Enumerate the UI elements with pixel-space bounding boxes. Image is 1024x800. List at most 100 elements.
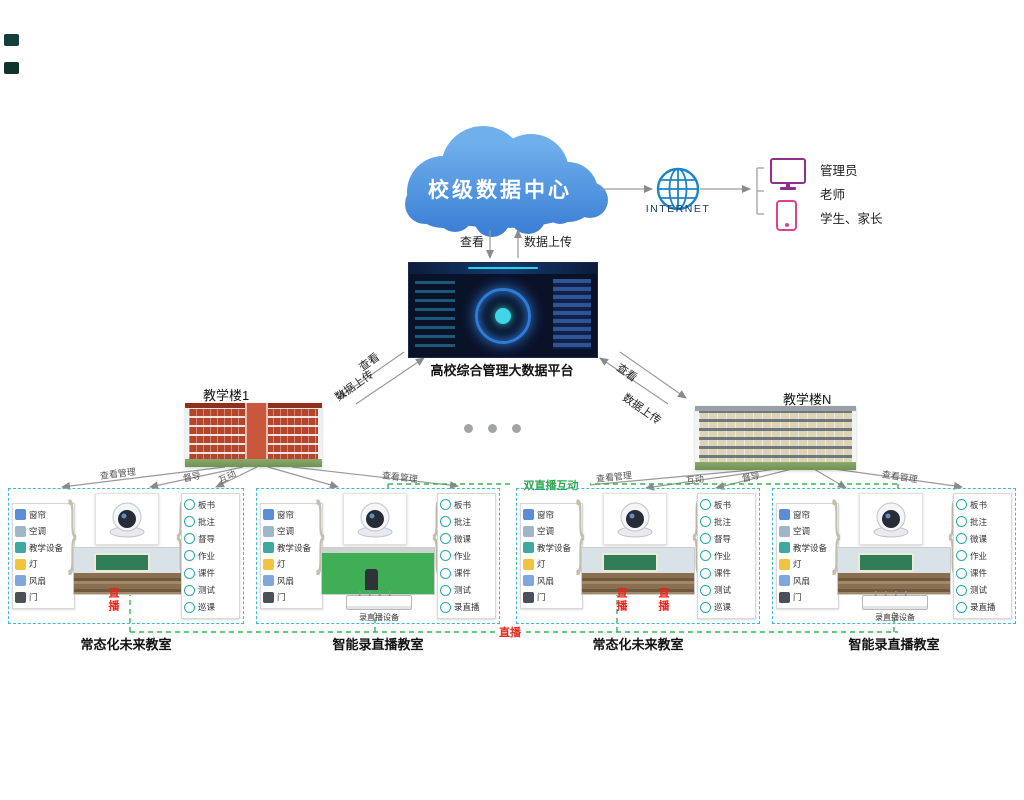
function-row: 微课 <box>956 531 1009 546</box>
function-icon <box>184 567 195 579</box>
dome-camera-icon <box>109 502 145 538</box>
fan-line <box>813 468 847 489</box>
classroom-photo <box>321 547 435 595</box>
function-row: 测试 <box>184 583 237 598</box>
dome-camera <box>95 493 159 545</box>
device-label: 门 <box>537 592 546 603</box>
dot <box>512 424 521 433</box>
cluster-title: 智能录直播教室 <box>848 637 940 652</box>
building-tower <box>245 403 269 467</box>
function-label: 批注 <box>454 516 472 527</box>
dome-camera-icon <box>357 502 393 538</box>
device-icon <box>263 558 274 570</box>
live-markers: 直播直播 <box>613 587 671 613</box>
recorder-device: 录直播设备 <box>853 591 937 623</box>
dome-camera <box>859 493 923 545</box>
function-label: 作业 <box>454 550 472 561</box>
function-label: 课件 <box>970 568 988 579</box>
function-label: 督导 <box>714 533 732 544</box>
recorder-device: 录直播设备 <box>337 591 421 623</box>
function-row: 录直播 <box>956 600 1009 615</box>
function-label: 录直播 <box>970 602 996 613</box>
function-icon <box>700 601 711 613</box>
function-label: 板书 <box>454 499 472 510</box>
brace-left-icon: } <box>68 483 77 577</box>
dot <box>464 424 473 433</box>
function-row: 板书 <box>956 497 1009 512</box>
device-label: 灯 <box>277 559 286 570</box>
dome-camera-icon <box>873 502 909 538</box>
function-row: 测试 <box>700 583 753 598</box>
function-icon <box>184 584 195 596</box>
device-icon <box>263 542 274 554</box>
live-label: 直播 <box>497 624 523 640</box>
function-row: 板书 <box>700 497 753 512</box>
device-label: 空调 <box>277 526 295 537</box>
function-label: 板书 <box>970 499 988 510</box>
function-icon <box>700 499 711 510</box>
internet-label: INTERNET <box>645 203 711 215</box>
function-icon <box>956 533 967 545</box>
function-label: 作业 <box>198 550 216 561</box>
building1-label: 教学楼1 <box>203 388 250 403</box>
function-label: 板书 <box>198 499 216 510</box>
function-label: 录直播 <box>454 602 480 613</box>
device-icon <box>779 509 790 520</box>
device-icon <box>15 575 26 587</box>
dual-live-label: 双直播互动 <box>512 477 590 493</box>
function-row: 巡课 <box>700 600 753 615</box>
device-label: 窗帘 <box>29 509 47 520</box>
dome-camera <box>603 493 667 545</box>
device-label: 教学设备 <box>277 542 312 553</box>
function-icon <box>956 499 967 510</box>
device-label: 教学设备 <box>537 542 572 553</box>
function-icon <box>440 516 451 528</box>
function-icon <box>956 584 967 596</box>
device-panel: 窗帘空调教学设备灯风扇门 <box>260 503 323 609</box>
device-label: 空调 <box>793 526 811 537</box>
left-upload-label: 数据上传 <box>333 368 377 404</box>
function-label: 批注 <box>970 516 988 527</box>
device-row: 窗帘 <box>15 507 72 522</box>
recorder-box <box>862 591 928 610</box>
phone-icon <box>776 200 797 231</box>
fan-label-interact: 互动 <box>216 468 238 486</box>
device-row: 空调 <box>779 524 836 539</box>
device-row: 门 <box>779 590 836 605</box>
function-panel: 板书批注督导作业课件测试巡课 <box>181 493 240 619</box>
function-row: 板书 <box>440 497 493 512</box>
cloud-upload-label: 数据上传 <box>524 235 573 249</box>
device-icon <box>779 591 790 603</box>
device-icon <box>263 509 274 520</box>
device-row: 教学设备 <box>263 540 320 555</box>
dome-camera-icon <box>617 502 653 538</box>
device-label: 灯 <box>29 559 38 570</box>
function-label: 测试 <box>198 585 216 596</box>
function-row: 批注 <box>956 514 1009 529</box>
corner-mark <box>4 34 19 46</box>
function-row: 作业 <box>184 548 237 563</box>
function-row: 课件 <box>440 566 493 581</box>
buildingN-image <box>695 406 856 470</box>
device-label: 门 <box>793 592 802 603</box>
function-icon <box>956 550 967 562</box>
brace-left-icon: } <box>316 483 325 577</box>
brace-right-icon: { <box>692 490 701 571</box>
classroom-photo <box>837 547 951 595</box>
device-row: 灯 <box>779 557 836 572</box>
fan-label-supervise: 督导 <box>740 470 761 484</box>
function-label: 测试 <box>454 585 472 596</box>
dome-camera <box>343 493 407 545</box>
device-row: 空调 <box>15 524 72 539</box>
fan-line <box>267 466 339 489</box>
function-label: 批注 <box>714 516 732 527</box>
function-icon <box>440 499 451 510</box>
monitor-icon <box>770 158 806 184</box>
cluster-title: 常态化未来教室 <box>592 637 684 652</box>
brace-right-icon: { <box>176 490 185 571</box>
live-label: 直播 <box>615 587 627 613</box>
device-row: 窗帘 <box>523 507 580 522</box>
